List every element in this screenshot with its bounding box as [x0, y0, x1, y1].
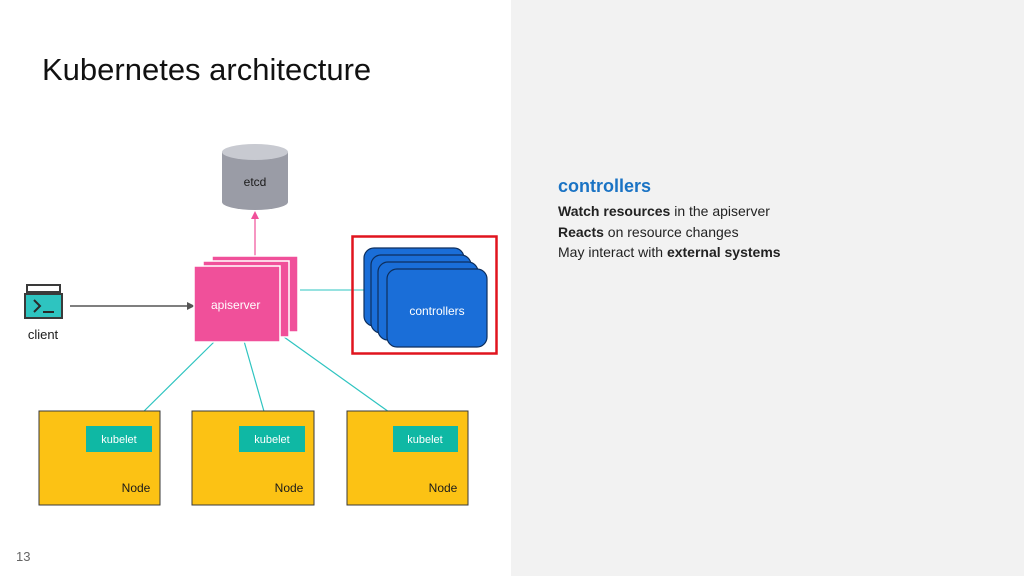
kubelet-box: [86, 426, 152, 452]
node-label: Node: [275, 481, 304, 495]
node-label: Node: [429, 481, 458, 495]
controllers-group: controllers: [351, 235, 498, 355]
client-window-bar-icon: [26, 284, 61, 293]
info-text: on resource changes: [603, 223, 739, 240]
apiserver-label: apiserver: [211, 298, 260, 312]
info-bold-text: Watch resources: [558, 203, 671, 219]
architecture-diagram: etcd apiserver controllers client kubele…: [24, 144, 498, 506]
terminal-icon: [24, 293, 63, 319]
info-heading: controllers: [558, 176, 652, 196]
node-label: Node: [122, 481, 151, 495]
etcd-database: etcd: [222, 144, 288, 210]
node-3: kubelet Node: [346, 410, 469, 506]
client: client: [24, 284, 63, 342]
info-bold-text: external systems: [666, 244, 781, 260]
right-panel: [511, 0, 1024, 576]
info-text: May interact with: [558, 244, 667, 260]
info-text: in the apiserver: [670, 203, 770, 219]
node-2: kubelet Node: [191, 410, 315, 506]
info-line-watch: Watch resources in the apiserver: [558, 201, 781, 222]
slide-title: Kubernetes architecture: [42, 52, 372, 87]
client-arrow-head-icon: [187, 302, 195, 310]
client-label: client: [28, 327, 59, 342]
apiserver-to-node1-line: [132, 340, 216, 423]
apiserver-to-node2-line: [243, 340, 268, 423]
info-line-reacts: Reacts on resource changes: [558, 222, 781, 243]
info-bold-text: Reacts: [558, 223, 604, 240]
info-line-external: May interact with external systems: [558, 242, 781, 263]
kubelet-label: kubelet: [407, 434, 442, 446]
node-1: kubelet Node: [38, 410, 161, 506]
controllers-highlight-box: [351, 235, 498, 355]
kubelet-box: [393, 426, 458, 452]
kubelet-label: kubelet: [254, 434, 289, 446]
connectors: [70, 211, 397, 423]
controllers-label: controllers: [409, 304, 464, 318]
etcd-cylinder-top-icon: [222, 144, 288, 160]
controllers-info-panel: controllers Watch resources in the apise…: [558, 176, 781, 263]
controllers-box: [386, 268, 488, 348]
page-number: 13: [16, 549, 31, 564]
apiserver-stack: apiserver: [193, 255, 299, 343]
apiserver-box: [193, 265, 281, 343]
apiserver-to-node3-line: [283, 336, 397, 418]
kubelet-label: kubelet: [101, 434, 136, 446]
etcd-cylinder-icon: [222, 152, 288, 210]
terminal-prompt-icon: [33, 299, 42, 313]
etcd-arrow-head-icon: [251, 211, 259, 219]
etcd-label: etcd: [244, 175, 267, 189]
kubelet-box: [239, 426, 305, 452]
